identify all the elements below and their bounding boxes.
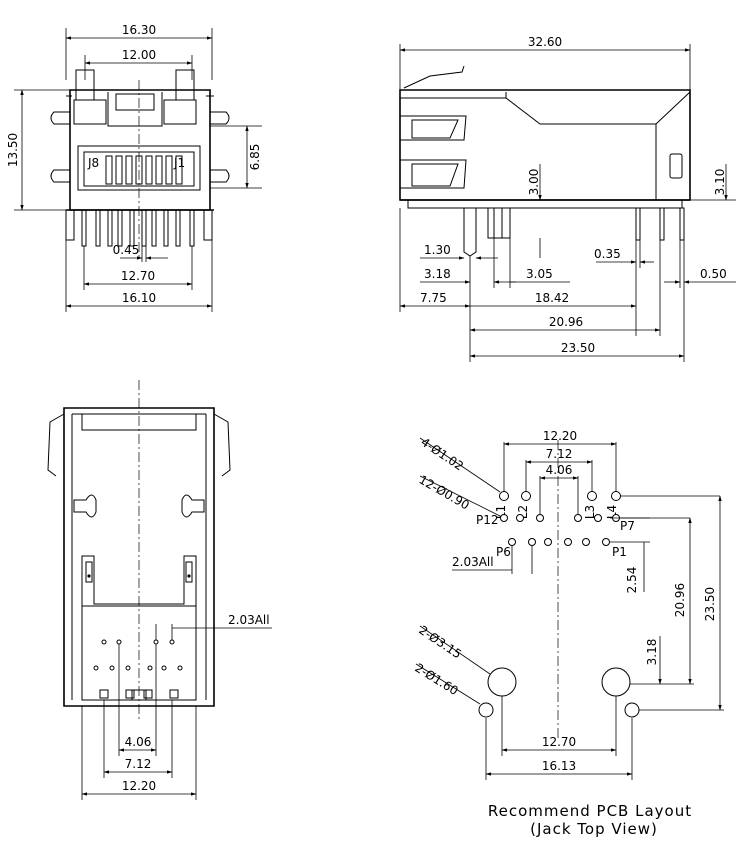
pcb-pin-label-p7: P7 xyxy=(620,519,635,533)
front-jack-height: 6.85 xyxy=(248,144,262,171)
side-dim-3-18: 3.18 xyxy=(424,267,451,281)
pcb-depth-1: 20.96 xyxy=(673,583,687,617)
pcb-post-offset: 3.18 xyxy=(645,639,659,666)
pcb-pin-label-p6: P6 xyxy=(496,545,511,559)
side-dim-7-75: 7.75 xyxy=(420,291,447,305)
front-pin-span: 12.70 xyxy=(121,269,155,283)
front-pins xyxy=(81,209,195,247)
pcb-signal-hole-callout: 12-Ø0.90 xyxy=(417,472,472,512)
bottom-outer-span: 12.20 xyxy=(122,779,156,793)
pcb-mount-hole-callout: 2-Ø1.60 xyxy=(412,661,460,698)
pcb-pin-label-p1: P1 xyxy=(612,545,627,559)
front-base-width: 16.10 xyxy=(122,291,156,305)
side-dim-1-30: 1.30 xyxy=(424,243,451,257)
pcb-led-span-inner: 4.06 xyxy=(546,463,573,477)
side-dim-18-42: 18.42 xyxy=(535,291,569,305)
pcb-post-span: 12.70 xyxy=(542,735,576,749)
bottom-pin-pads xyxy=(93,639,183,701)
pcb-mount-hole-left xyxy=(478,702,494,718)
pcb-mount-span: 16.13 xyxy=(542,759,576,773)
pcb-caption-line2: (Jack Top View) xyxy=(530,820,658,838)
side-dim-3-00: 3.00 xyxy=(527,169,541,196)
pcb-led-label-l3: L3 xyxy=(583,505,597,519)
pcb-depth-2: 23.50 xyxy=(703,587,717,621)
bottom-inner-span: 4.06 xyxy=(125,735,152,749)
pcb-led-span-mid: 7.12 xyxy=(546,447,573,461)
front-pin-width: 0.45 xyxy=(113,243,140,257)
bottom-mid-span: 7.12 xyxy=(125,757,152,771)
front-top-inner-width: 12.00 xyxy=(122,48,156,62)
side-dim-0-35: 0.35 xyxy=(594,247,621,261)
pcb-signal-holes xyxy=(500,514,620,546)
pcb-mount-hole-right xyxy=(624,702,640,718)
pcb-led-holes xyxy=(499,491,621,501)
side-dim-3-10: 3.10 xyxy=(713,169,727,196)
front-pin-label-right: J1 xyxy=(173,156,185,170)
bottom-view: 2.03All 4.06 7.12 12.20 xyxy=(47,380,272,800)
front-view: 16.30 12.00 13.50 6.85 xyxy=(6,23,262,312)
pcb-pitch: 2.03All xyxy=(452,555,494,569)
front-contacts xyxy=(105,155,183,185)
pcb-post-hole-callout: 2-Ø3.15 xyxy=(416,623,464,662)
side-overall-length: 32.60 xyxy=(528,35,562,49)
side-dim-20-96: 20.96 xyxy=(549,315,583,329)
bottom-pitch: 2.03All xyxy=(228,613,270,627)
side-view: 32.60 3.00 3.10 1.30 xyxy=(399,35,736,362)
pcb-layout: 12.20 7.12 4.06 L1 L2 L3 L4 4-Ø1.02 12-Ø… xyxy=(412,429,724,838)
pcb-caption-line1: Recommend PCB Layout xyxy=(488,802,692,820)
front-overall-width: 16.30 xyxy=(122,23,156,37)
side-dim-3-05: 3.05 xyxy=(526,267,553,281)
front-pin-label-left: J8 xyxy=(87,156,99,170)
pcb-row-offset: 2.54 xyxy=(625,567,639,594)
pcb-post-hole-left xyxy=(487,667,517,697)
pcb-led-span-outer: 12.20 xyxy=(543,429,577,443)
front-overall-height: 13.50 xyxy=(6,133,20,167)
side-dim-0-50: 0.50 xyxy=(700,267,727,281)
pcb-led-hole-callout: 4-Ø1.02 xyxy=(418,435,466,474)
side-dim-23-50: 23.50 xyxy=(561,341,595,355)
pcb-post-hole-right xyxy=(601,667,631,697)
pcb-pin-label-p12: P12 xyxy=(476,513,499,527)
